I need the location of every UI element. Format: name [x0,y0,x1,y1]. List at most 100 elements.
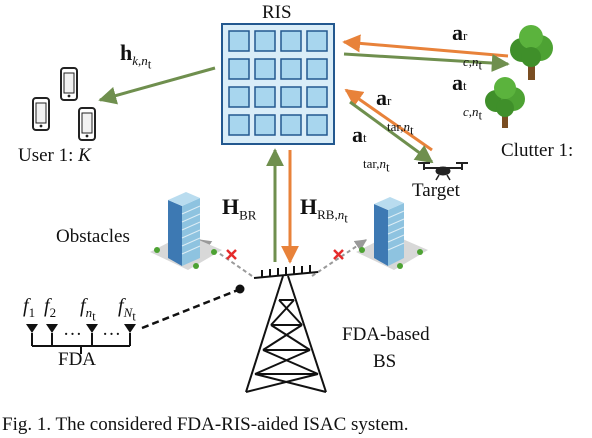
math-sub2: n [472,54,479,69]
ris-element [280,114,302,136]
math-base: H [222,194,240,219]
math-base: h [120,40,133,65]
math-sub: RB, [317,207,338,223]
fda-to-bs-link [141,284,245,330]
freq-sub: n [85,305,93,320]
arrow-target-to-ris [344,88,433,152]
math-sup: t [363,130,367,145]
users-label-prefix: User 1: [18,145,79,166]
math-sub3: t [147,56,152,72]
arrow-clutter-to-ris [342,34,509,58]
ris-element [280,86,302,108]
freq-sub: 2 [49,305,57,320]
math-base: a [452,70,463,95]
bs-tower-icon [245,265,327,393]
math-sub: c [463,54,469,69]
ris-element-grid [228,30,328,136]
ris-element [280,58,302,80]
blocked-path-right [311,239,367,277]
ris-label: RIS [262,2,292,23]
user-phone-icon [78,107,96,141]
bs-label-line1: FDA-based [342,324,430,345]
math-sup: r [463,28,468,43]
ris-panel [221,23,335,145]
ris-element [254,86,276,108]
math-sub: BR [239,207,257,223]
arrow-ris-to-target [349,100,434,164]
fda-ellipsis: … [102,319,121,340]
math-sub: tar, [387,119,404,134]
clutter-label: Clutter 1: [501,140,574,161]
block-x-mark-right [333,249,344,260]
obstacle-building-icon [356,197,428,270]
math-sub3: t [478,57,483,73]
math-sub2: n [337,207,345,223]
clutter-tree-icon [485,77,525,128]
freq-sub: N [123,305,133,320]
clutter-tree-icon [510,25,553,80]
users-label-count: K [78,145,91,166]
freq-sub2: t [92,308,96,324]
users-label: User 1: K [18,146,91,165]
arrow-ris-to-users [98,66,216,105]
math-sub: k [132,53,139,69]
fda-antenna-elements [26,324,136,339]
math-sub3: t [385,159,390,175]
freq-fn: fnt [80,295,96,323]
ris-element [228,114,250,136]
math-sub2: n [141,53,148,69]
ris-element [254,30,276,52]
math-h-k-nt: hk,nt [120,40,152,72]
ris-element [228,58,250,80]
arrow-ris-to-clutter [343,52,510,72]
math-base: H [300,194,318,219]
freq-fN: fNt [118,295,136,323]
ris-element [306,30,328,52]
math-sub2: n [379,156,386,171]
user-phone-icon [32,97,50,131]
math-sub: c [463,104,469,119]
freq-sub2: t [132,308,136,324]
math-base: a [452,20,463,45]
math-sub2: n [403,119,410,134]
obstacles-label: Obstacles [56,226,130,247]
freq-base: f [23,295,29,317]
math-h-rb-nt: HRB,nt [300,194,348,225]
target-label: Target [412,180,460,201]
freq-f2: f2 [44,295,56,319]
math-h-br: HBR [222,194,256,222]
ris-element [280,30,302,52]
freq-f1: f1 [23,295,35,319]
ris-element [306,114,328,136]
fda-ellipsis: … [63,319,82,340]
fda-label: FDA [58,349,97,370]
freq-sub: 1 [28,305,36,320]
freq-base: f [80,295,86,317]
freq-base: f [44,295,50,317]
math-sub: tar, [363,156,380,171]
math-base: a [376,85,387,110]
ris-element [254,114,276,136]
freq-base: f [118,295,124,317]
math-sub2: n [472,104,479,119]
bs-label-line2: BS [373,351,397,372]
obstacle-building-icon [150,192,222,270]
ris-element [306,86,328,108]
math-sub3: t [344,210,348,226]
ris-element [228,86,250,108]
figure-caption: Fig. 1. The considered FDA-RIS-aided ISA… [2,414,409,435]
ris-element [228,30,250,52]
math-base: a [352,122,363,147]
user-phone-icon [60,67,78,101]
math-sup: r [387,93,392,108]
math-sub3: t [409,122,414,138]
fda-antenna-array [31,338,131,354]
ris-element [306,58,328,80]
ris-element [254,58,276,80]
target-drone-icon [418,162,468,181]
